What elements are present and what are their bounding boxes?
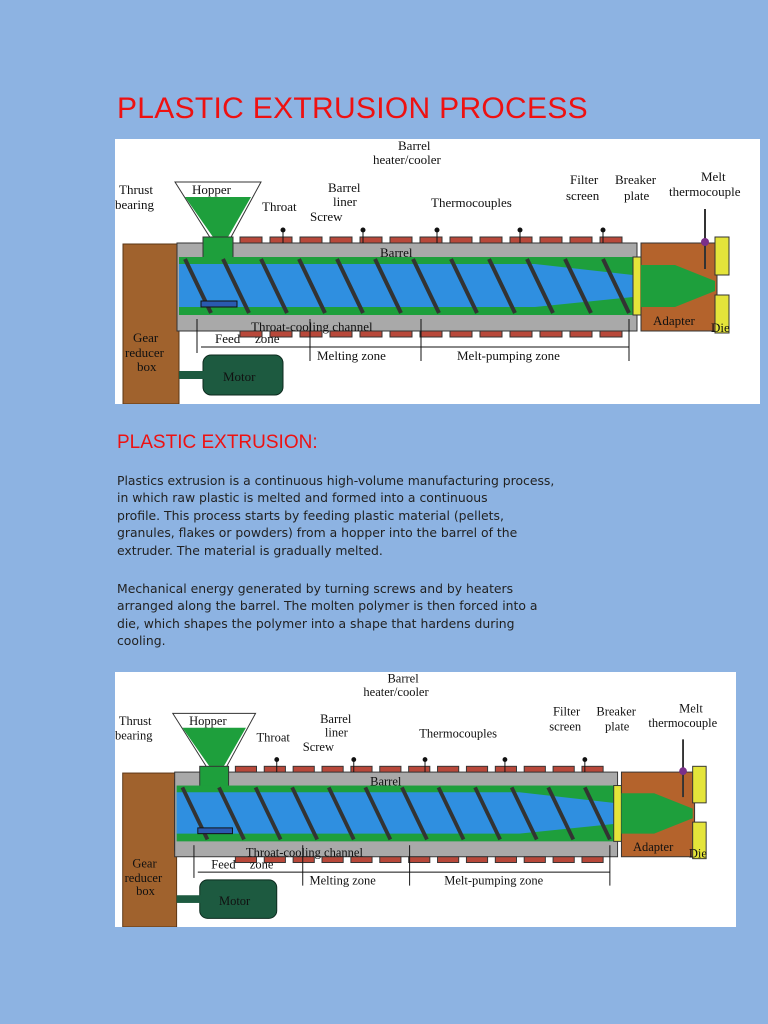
svg-text:reducer: reducer bbox=[125, 871, 163, 885]
label-die: Die bbox=[711, 320, 730, 335]
die-bottom bbox=[714, 294, 730, 334]
extruder-diagram-bottom: Barrel heater/cooler Thrust bearing Hopp… bbox=[115, 672, 736, 927]
svg-text:liner: liner bbox=[325, 725, 349, 739]
svg-text:thermocouple: thermocouple bbox=[648, 716, 717, 730]
page-title: PLASTIC EXTRUSION PROCESS bbox=[117, 92, 588, 125]
throat-cooling-channel bbox=[200, 300, 238, 308]
adapter-melt bbox=[641, 265, 715, 307]
label-barrel: Barrel bbox=[380, 245, 413, 260]
svg-text:Screw: Screw bbox=[303, 740, 334, 754]
label-feed-2: zone bbox=[255, 331, 280, 346]
svg-text:Adapter: Adapter bbox=[633, 840, 674, 854]
label-motor: Motor bbox=[223, 369, 256, 384]
svg-text:Melt: Melt bbox=[679, 701, 703, 715]
label-gear-3: box bbox=[137, 359, 157, 374]
paragraph-mechanical: Mechanical energy generated by turning s… bbox=[117, 580, 657, 650]
extruder-diagram-top: Barrel heater/cooler Thrust bearing Hopp… bbox=[115, 139, 760, 404]
svg-text:heater/cooler: heater/cooler bbox=[363, 685, 429, 699]
paragraph-line: extruder. The material is gradually melt… bbox=[117, 542, 383, 558]
label-thrust-1: Thrust bbox=[119, 182, 153, 197]
svg-text:box: box bbox=[136, 884, 156, 898]
label-barrel-heater-1: Barrel bbox=[398, 139, 431, 153]
label-gear-2: reducer bbox=[125, 345, 165, 360]
paragraph-line: Mechanical energy generated by turning s… bbox=[117, 581, 514, 596]
label-throat-cooling: Throat-cooling channel bbox=[251, 319, 373, 334]
svg-text:Die: Die bbox=[689, 847, 708, 861]
label-melt-pumping: Melt-pumping zone bbox=[457, 348, 560, 363]
svg-text:Hopper: Hopper bbox=[189, 714, 227, 728]
label-screw: Screw bbox=[310, 209, 343, 224]
gear-reducer-box bbox=[122, 243, 180, 404]
label-adapter: Adapter bbox=[653, 313, 696, 328]
paragraph-line: cooling. bbox=[117, 633, 166, 649]
motor-shaft bbox=[179, 371, 205, 379]
label-breaker-2: plate bbox=[624, 188, 649, 203]
label-thrust-2: bearing bbox=[115, 197, 154, 212]
svg-text:Thrust: Thrust bbox=[119, 714, 152, 728]
label-melting-zone: Melting zone bbox=[317, 348, 386, 363]
breaker-plate bbox=[632, 256, 642, 316]
svg-text:Feed: Feed bbox=[211, 857, 236, 871]
hopper-pellets bbox=[185, 197, 251, 237]
svg-text:Throat: Throat bbox=[257, 730, 291, 744]
melt-thermocouple-tip bbox=[701, 238, 709, 246]
extruder-diagram-svg-2: Barrel heater/cooler Thrust bearing Hopp… bbox=[115, 672, 718, 927]
svg-text:Gear: Gear bbox=[132, 856, 157, 870]
melt-channel bbox=[179, 264, 633, 307]
thermocouples bbox=[280, 227, 606, 243]
die-top bbox=[714, 236, 730, 276]
heater-bands bbox=[239, 236, 623, 338]
label-thermocouples: Thermocouples bbox=[431, 195, 512, 210]
paragraph-line: in which raw plastic is melted and forme… bbox=[117, 490, 488, 506]
label-hopper: Hopper bbox=[192, 182, 232, 197]
throat bbox=[202, 236, 234, 260]
label-melt-thermo-2: thermocouple bbox=[669, 184, 741, 199]
paragraph-line: Plastics extrusion is a continuous high-… bbox=[117, 473, 555, 488]
label-filter-2: screen bbox=[566, 188, 600, 203]
label-filter-1: Filter bbox=[570, 172, 599, 187]
screw-flights bbox=[183, 258, 631, 314]
svg-text:Breaker: Breaker bbox=[596, 704, 636, 718]
svg-text:Barrel: Barrel bbox=[387, 672, 419, 686]
section-heading: PLASTIC EXTRUSION: bbox=[117, 432, 318, 453]
svg-text:screen: screen bbox=[549, 720, 582, 734]
label-breaker-1: Breaker bbox=[615, 172, 657, 187]
svg-text:Melt-pumping zone: Melt-pumping zone bbox=[444, 874, 543, 888]
label-barrel-liner-1: Barrel bbox=[328, 180, 361, 195]
label-barrel-heater-2: heater/cooler bbox=[373, 152, 442, 167]
paragraph-intro: Plastics extrusion is a continuous high-… bbox=[117, 472, 657, 559]
label-melt-thermo-1: Melt bbox=[701, 169, 726, 184]
label-gear-1: Gear bbox=[133, 330, 159, 345]
zone-markers bbox=[196, 319, 630, 361]
paragraph-line: profile. This process starts by feeding … bbox=[117, 507, 504, 523]
svg-text:Melting zone: Melting zone bbox=[309, 874, 376, 888]
svg-text:Motor: Motor bbox=[219, 894, 251, 908]
paragraph-line: arranged along the barrel. The molten po… bbox=[117, 598, 538, 614]
svg-text:plate: plate bbox=[605, 720, 630, 734]
svg-text:Thermocouples: Thermocouples bbox=[419, 726, 497, 740]
paragraph-line: granules, flakes or powders) from a hopp… bbox=[117, 525, 518, 541]
svg-text:zone: zone bbox=[250, 857, 274, 871]
svg-text:Barrel: Barrel bbox=[320, 712, 352, 726]
label-feed-1: Feed bbox=[215, 331, 241, 346]
paragraph-line: die, which shapes the polymer into a sha… bbox=[117, 615, 515, 631]
svg-text:Filter: Filter bbox=[553, 704, 581, 718]
extruder-diagram-svg: Barrel heater/cooler Thrust bearing Hopp… bbox=[115, 139, 741, 404]
svg-text:Throat-cooling channel: Throat-cooling channel bbox=[246, 846, 364, 860]
svg-text:bearing: bearing bbox=[115, 728, 153, 742]
label-barrel-liner-2: liner bbox=[333, 194, 357, 209]
label-throat: Throat bbox=[262, 199, 297, 214]
svg-text:Barrel: Barrel bbox=[370, 775, 402, 789]
